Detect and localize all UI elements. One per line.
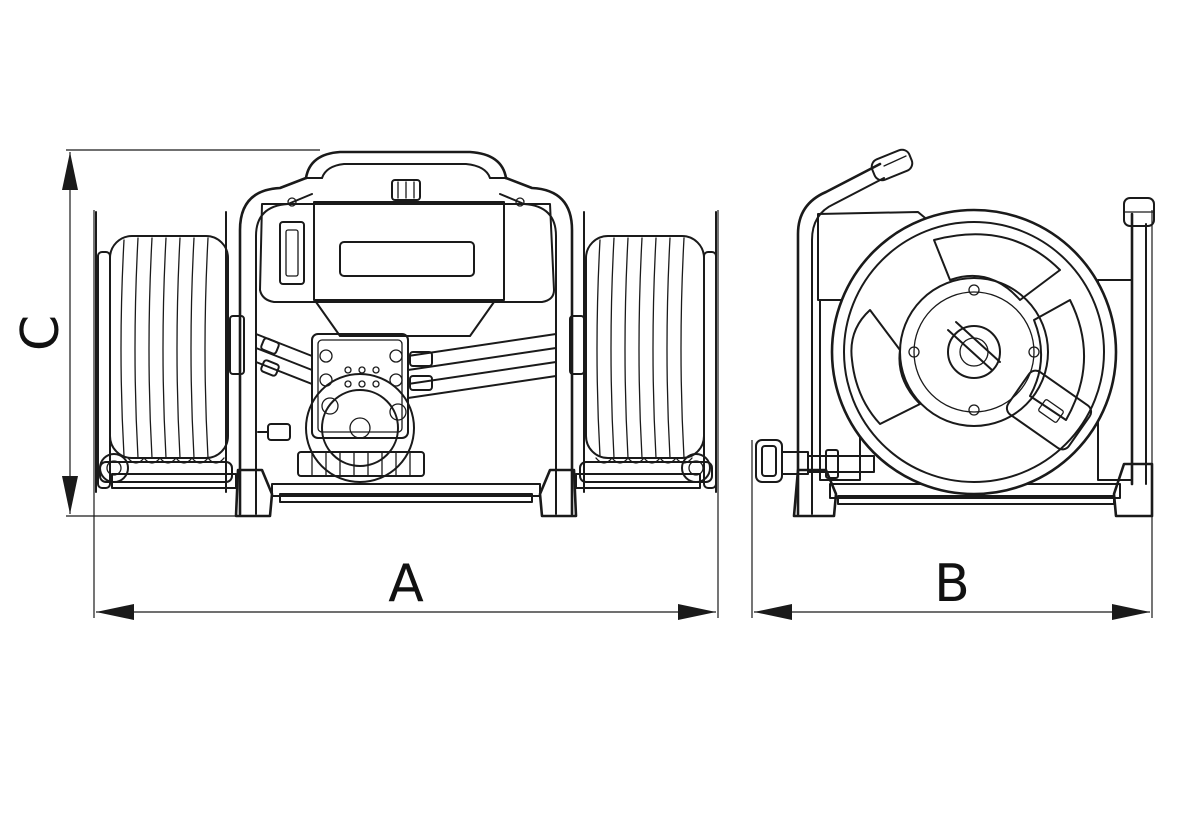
front-tank xyxy=(259,179,555,303)
dim-a-arrow-right xyxy=(678,604,716,620)
dim-label-a: A xyxy=(388,554,424,614)
front-hoses xyxy=(229,315,585,399)
side-inlet-coupling xyxy=(755,439,875,483)
dim-b-arrow-left xyxy=(754,604,792,620)
side-view xyxy=(755,148,1155,518)
left-hose-reel xyxy=(95,211,237,493)
dim-b-arrow-right xyxy=(1112,604,1150,620)
side-reel xyxy=(830,208,1118,496)
front-frame xyxy=(234,150,578,518)
dim-label-b: B xyxy=(934,554,970,614)
dim-c-arrow-bottom xyxy=(62,476,78,514)
dim-a-arrow-left xyxy=(96,604,134,620)
dimension-lines xyxy=(62,149,1153,620)
front-pump xyxy=(257,301,495,483)
dim-c-arrow-top xyxy=(62,152,78,190)
front-view xyxy=(95,150,717,518)
right-hose-reel xyxy=(575,211,717,493)
dim-label-c: C xyxy=(11,315,71,351)
